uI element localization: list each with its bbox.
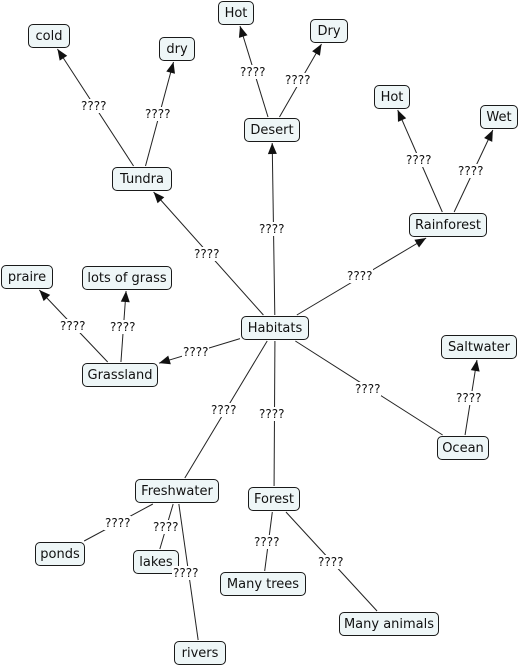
link-label[interactable]: ???? bbox=[239, 65, 267, 79]
concept-rainforest-hot[interactable]: Hot bbox=[374, 85, 410, 109]
concept-many-animals[interactable]: Many animals bbox=[339, 612, 439, 636]
link-label[interactable]: ???? bbox=[210, 403, 238, 417]
concept-praire[interactable]: praire bbox=[1, 265, 53, 289]
link-label[interactable]: ???? bbox=[346, 269, 374, 283]
link-label[interactable]: ???? bbox=[144, 107, 172, 121]
arrowhead-icon bbox=[414, 238, 427, 248]
concept-rivers[interactable]: rivers bbox=[174, 641, 226, 665]
concept-desert[interactable]: Desert bbox=[244, 118, 300, 142]
link-label[interactable]: ???? bbox=[317, 555, 345, 569]
arrowhead-icon bbox=[166, 62, 175, 74]
link-label[interactable]: ???? bbox=[193, 247, 221, 261]
link-label[interactable]: ???? bbox=[457, 164, 485, 178]
concept-lakes[interactable]: lakes bbox=[133, 550, 179, 574]
concept-many-trees[interactable]: Many trees bbox=[220, 572, 306, 596]
concept-cold[interactable]: cold bbox=[28, 24, 70, 48]
link-label[interactable]: ???? bbox=[182, 345, 210, 359]
arrowhead-icon bbox=[238, 26, 248, 38]
link-label[interactable]: ???? bbox=[59, 319, 87, 333]
concept-grassland[interactable]: Grassland bbox=[82, 363, 158, 387]
arrowhead-icon bbox=[57, 49, 68, 61]
concept-ocean[interactable]: Ocean bbox=[437, 436, 489, 460]
link-label[interactable]: ???? bbox=[172, 566, 200, 580]
arrowhead-icon bbox=[120, 291, 130, 303]
concept-rainforest[interactable]: Rainforest bbox=[409, 213, 487, 237]
concept-desert-dry[interactable]: Dry bbox=[310, 19, 348, 43]
arrowhead-icon bbox=[470, 360, 480, 372]
link-label[interactable]: ???? bbox=[405, 153, 433, 167]
concept-freshwater[interactable]: Freshwater bbox=[135, 479, 219, 503]
concept-tundra[interactable]: Tundra bbox=[112, 167, 172, 191]
link-label[interactable]: ???? bbox=[284, 73, 312, 87]
link-label[interactable]: ???? bbox=[109, 320, 137, 334]
concept-dry-lower[interactable]: dry bbox=[159, 37, 195, 61]
concept-rainforest-wet[interactable]: Wet bbox=[480, 105, 518, 129]
arrowhead-icon bbox=[267, 143, 277, 155]
link-label[interactable]: ???? bbox=[354, 382, 382, 396]
link-label[interactable]: ???? bbox=[258, 407, 286, 421]
arrowhead-icon bbox=[159, 355, 171, 365]
arrowhead-icon bbox=[397, 110, 407, 122]
arrowhead-icon bbox=[484, 130, 493, 142]
concept-habitats[interactable]: Habitats bbox=[241, 316, 309, 340]
arrowhead-icon bbox=[312, 44, 322, 56]
link-label[interactable]: ???? bbox=[80, 99, 108, 113]
link-label[interactable]: ???? bbox=[253, 535, 281, 549]
link-label[interactable]: ???? bbox=[104, 516, 132, 530]
arrowhead-icon bbox=[153, 192, 165, 204]
link-label[interactable]: ???? bbox=[152, 520, 180, 534]
concept-ponds[interactable]: ponds bbox=[35, 542, 85, 566]
concept-saltwater[interactable]: Saltwater bbox=[441, 335, 517, 359]
link-label[interactable]: ???? bbox=[258, 222, 286, 236]
link-label[interactable]: ???? bbox=[455, 391, 483, 405]
arrowhead-icon bbox=[39, 290, 51, 302]
concept-forest[interactable]: Forest bbox=[248, 487, 300, 511]
concept-desert-hot[interactable]: Hot bbox=[218, 1, 254, 25]
concept-lots-of-grass[interactable]: lots of grass bbox=[82, 266, 172, 290]
